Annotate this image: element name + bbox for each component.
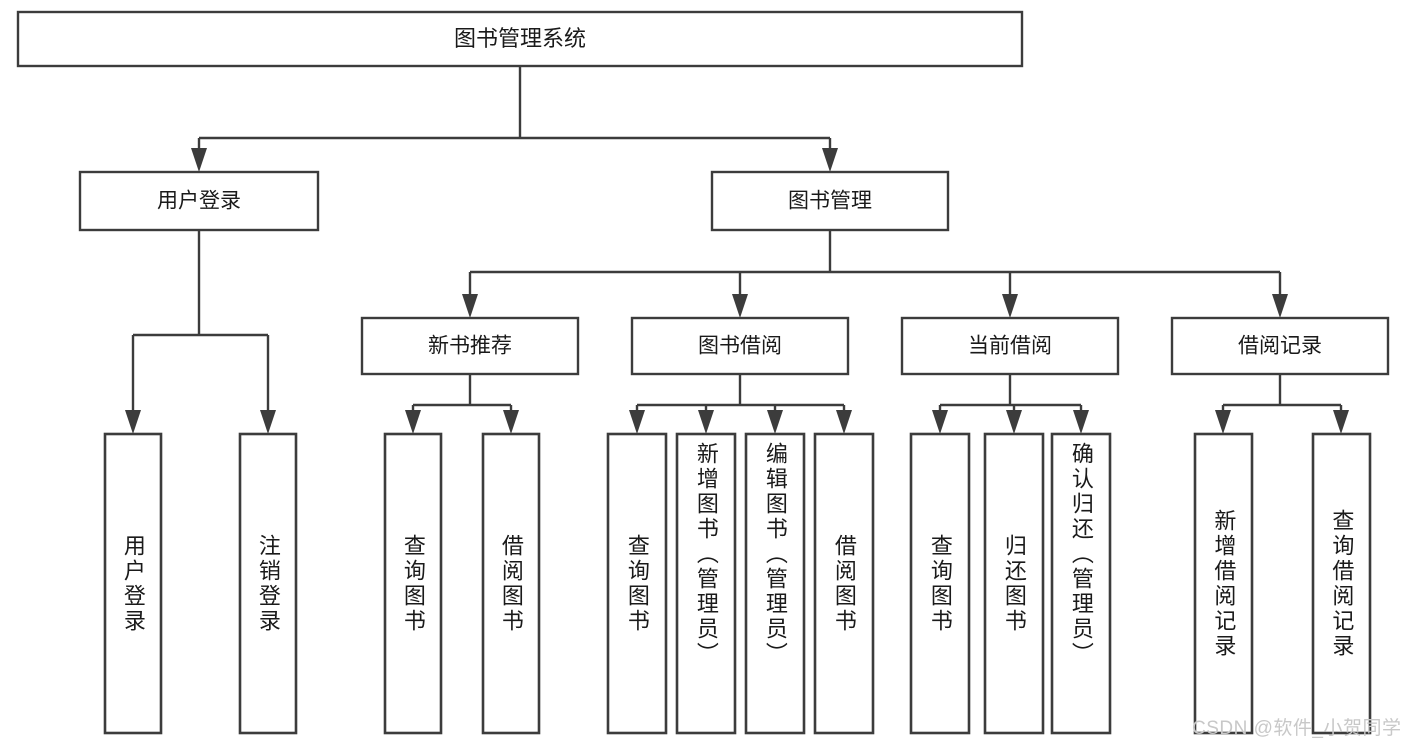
node-box-level2-1[interactable] — [710, 170, 950, 232]
node-box-level3-1[interactable] — [630, 316, 850, 376]
node-label-level3-2: 当前借阅 — [968, 335, 1052, 358]
arrow-head-icon — [260, 410, 276, 434]
node-box-leaf-6[interactable] — [744, 432, 806, 735]
node-box-leaf-11[interactable] — [1193, 432, 1254, 735]
arrow-head-icon — [1002, 294, 1018, 318]
node-box-layer — [16, 10, 1390, 735]
node-box-leaf-9[interactable] — [983, 432, 1045, 735]
node-box-leaf-10[interactable] — [1050, 432, 1112, 735]
node-box-leaf-2[interactable] — [383, 432, 443, 735]
node-box-level3-0[interactable] — [360, 316, 580, 376]
node-label-level3-0: 新书推荐 — [428, 335, 512, 358]
arrow-head-icon — [503, 410, 519, 434]
node-box-leaf-5[interactable] — [675, 432, 737, 735]
node-box-leaf-7[interactable] — [813, 432, 875, 735]
node-label-level3-3: 借阅记录 — [1238, 335, 1322, 358]
arrow-head-icon — [1272, 294, 1288, 318]
arrow-head-icon — [629, 410, 645, 434]
arrow-head-icon — [732, 294, 748, 318]
arrow-head-icon — [822, 148, 838, 172]
arrow-head-icon — [767, 410, 783, 434]
node-box-leaf-1[interactable] — [238, 432, 298, 735]
node-box-leaf-8[interactable] — [909, 432, 971, 735]
node-box-level3-3[interactable] — [1170, 316, 1390, 376]
arrow-head-icon — [932, 410, 948, 434]
node-box-leaf-3[interactable] — [481, 432, 541, 735]
arrow-head-icon — [1215, 410, 1231, 434]
csdn-watermark: CSDN @软件_小贺同学 — [1192, 718, 1402, 739]
node-label-level2-1: 图书管理 — [788, 190, 872, 213]
node-box-leaf-12[interactable] — [1311, 432, 1372, 735]
arrow-head-icon — [836, 410, 852, 434]
arrow-head-icon — [698, 410, 714, 434]
node-label-level2-0: 用户登录 — [157, 190, 241, 213]
arrow-head-icon — [1073, 410, 1089, 434]
arrow-head-icon — [191, 148, 207, 172]
node-box-leaf-4[interactable] — [606, 432, 668, 735]
node-label-root: 图书管理系统 — [454, 26, 586, 51]
node-box-root[interactable] — [16, 10, 1024, 68]
node-label-level3-1: 图书借阅 — [698, 335, 782, 358]
node-box-level3-2[interactable] — [900, 316, 1120, 376]
connector-layer — [125, 66, 1349, 434]
arrow-head-icon — [1006, 410, 1022, 434]
arrow-head-icon — [125, 410, 141, 434]
arrow-head-icon — [405, 410, 421, 434]
arrow-head-icon — [1333, 410, 1349, 434]
arrow-head-icon — [462, 294, 478, 318]
node-box-level2-0[interactable] — [78, 170, 320, 232]
node-box-leaf-0[interactable] — [103, 432, 163, 735]
